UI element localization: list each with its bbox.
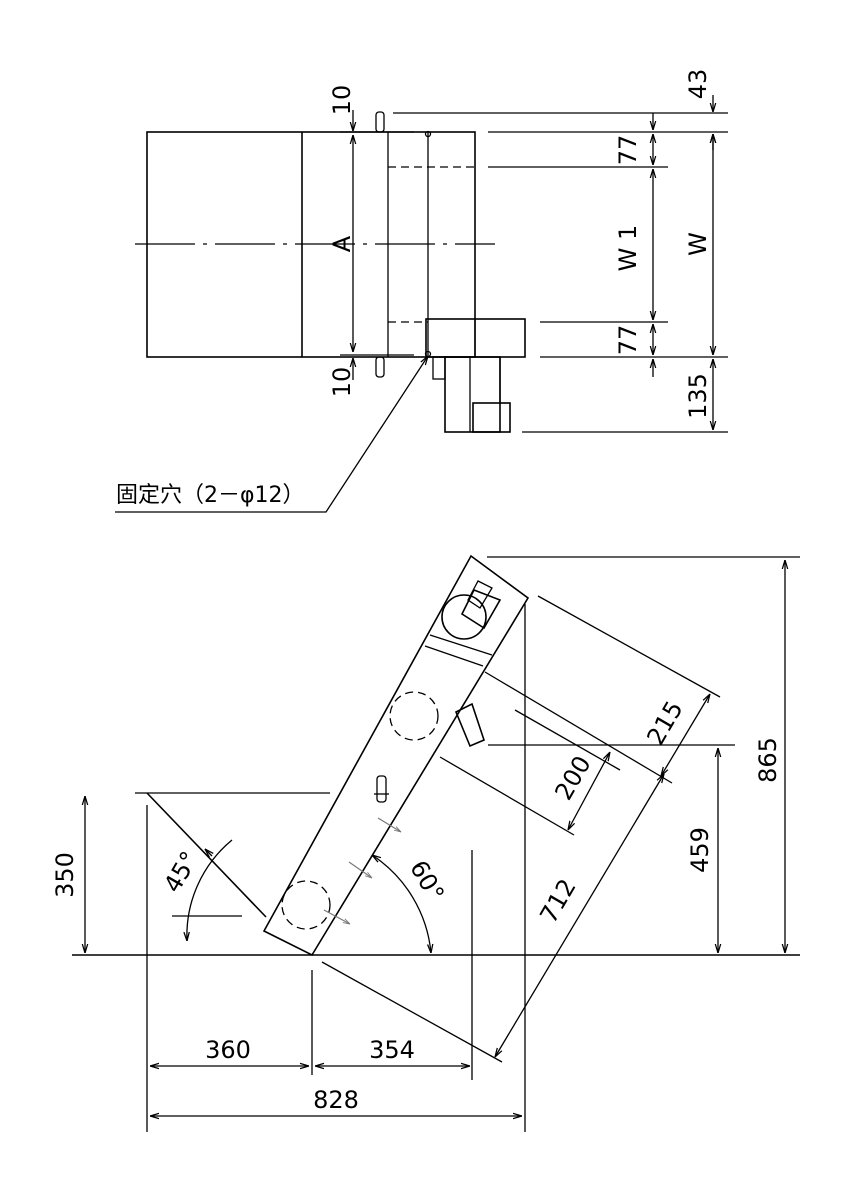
fixing-pin-top [375, 111, 385, 133]
fixing-pin-bottom [375, 356, 385, 378]
dim-828: 828 [313, 1086, 359, 1114]
handle-knob [472, 402, 511, 433]
dim-43: 43 [684, 69, 712, 100]
dim-360: 360 [205, 1036, 251, 1064]
dim-77-bottom: 77 [614, 325, 642, 356]
dim-459: 459 [686, 827, 714, 873]
tilted-unit-body [262, 554, 530, 957]
dim-w1: W 1 [614, 225, 642, 272]
side-view: 865 459 350 215 200 712 360 354 828 45° … [51, 554, 800, 1132]
dim-77-top: 77 [614, 135, 642, 166]
dim-200: 200 [549, 751, 596, 805]
fixing-hole-leader [115, 356, 428, 513]
dim-a: A [328, 235, 356, 252]
dim-10-bottom: 10 [328, 367, 356, 398]
angle-60: 60° [404, 856, 450, 907]
dim-350: 350 [51, 852, 79, 898]
dim-865: 865 [754, 737, 782, 783]
top-view: 10 A 10 43 77 W 1 W 77 135 固定穴（2－φ12） [115, 69, 728, 513]
dim-712: 712 [534, 874, 581, 928]
dim-10-top: 10 [328, 85, 356, 116]
slope-line-45 [146, 792, 267, 918]
dim-354: 354 [369, 1036, 415, 1064]
fixing-hole-callout: 固定穴（2－φ12） [116, 483, 305, 508]
dim-w: W [684, 232, 712, 256]
dim-135: 135 [684, 373, 712, 419]
angle-45: 45° [158, 847, 204, 898]
lever [454, 702, 485, 748]
